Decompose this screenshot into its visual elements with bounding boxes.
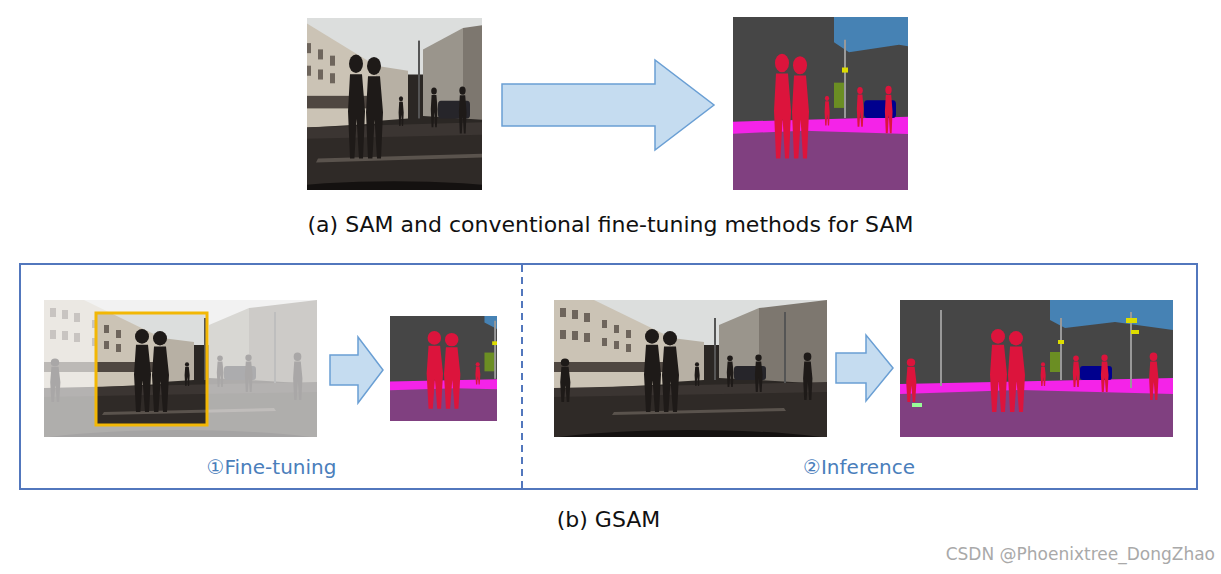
subfigure-caption: (b) GSAM <box>21 506 1196 534</box>
stage-panel: ②Inference <box>522 265 1196 488</box>
stage-panel: ①Fine-tuning <box>21 265 522 488</box>
subfigure-caption: (a) SAM and conventional fine-tuning met… <box>0 211 1221 239</box>
method-frame: (b) GSAM①Fine-tuning②Inference <box>19 263 1198 490</box>
watermark: CSDN @Phoenixtree_DongZhao <box>946 544 1215 565</box>
stage-title: ①Fine-tuning <box>21 455 522 480</box>
stage-title: ②Inference <box>522 455 1196 480</box>
